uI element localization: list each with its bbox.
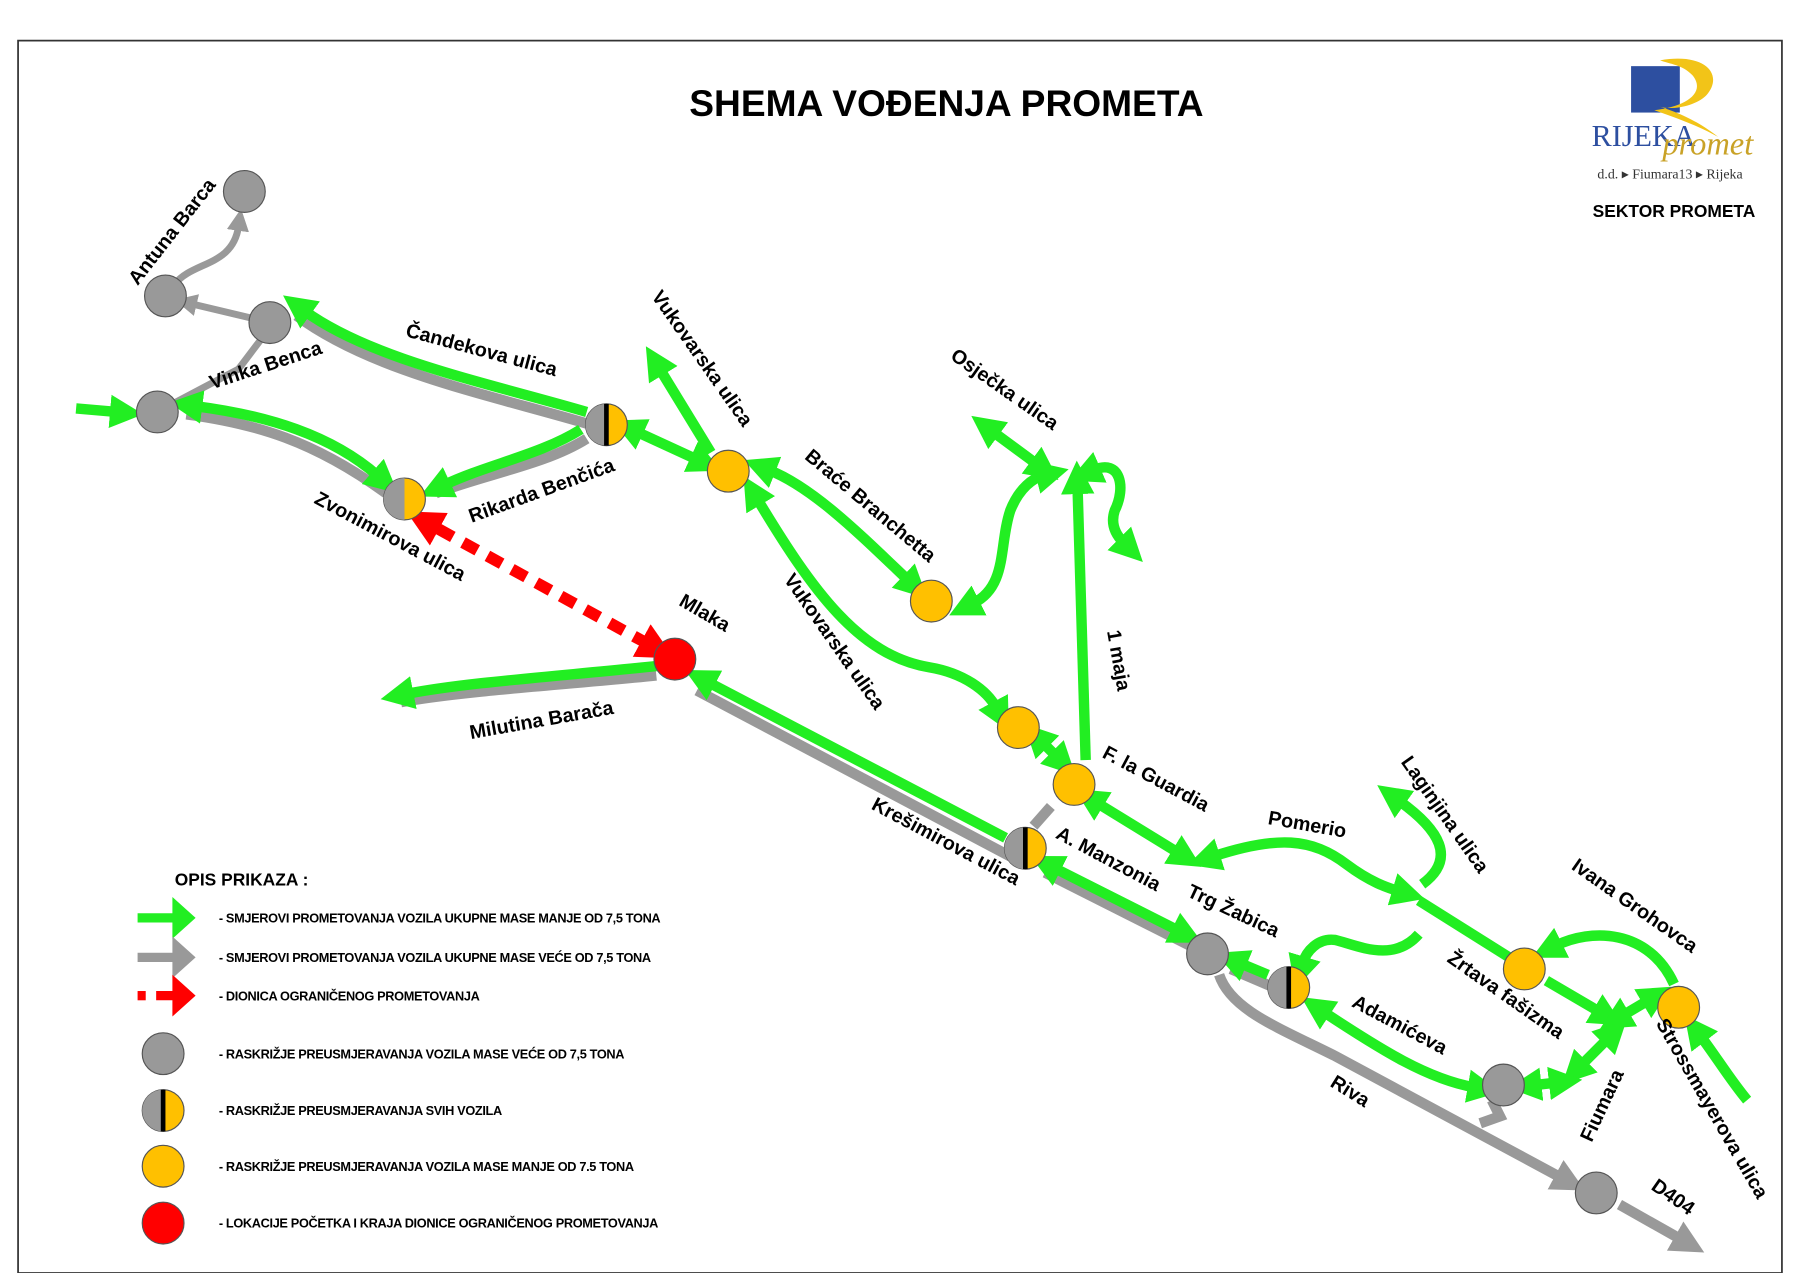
legend-item: - SMJEROVI PROMETOVANJA VOZILA UKUPNE MA… bbox=[137, 897, 661, 939]
road-gray bbox=[174, 294, 257, 323]
road-link-zabica bbox=[1288, 930, 1423, 989]
road-vukovarska-south bbox=[743, 476, 1009, 732]
road-1-maja-loop bbox=[1069, 451, 1143, 562]
svg-text:RIJEKA: RIJEKA bbox=[1592, 119, 1696, 153]
road-d404 bbox=[1616, 1199, 1705, 1253]
frame-border bbox=[17, 39, 1783, 1273]
junction-all bbox=[584, 403, 628, 447]
road-zrtava-fasizma bbox=[1415, 896, 1513, 962]
svg-text:- SMJEROVI PROMETOVANJA VOZILA: - SMJEROVI PROMETOVANJA VOZILA UKUPNE MA… bbox=[219, 950, 651, 965]
road-gray bbox=[171, 208, 249, 287]
legend-item: - DIONICA OGRANIČENOG PROMETOVANJA bbox=[137, 974, 480, 1017]
road-gray bbox=[293, 311, 589, 429]
legend-item: - RASKRIŽJE PREUSMJERAVANJA VOZILA MASE … bbox=[141, 1144, 634, 1188]
svg-text:- LOKACIJE POČETKA I KRAJA DIO: - LOKACIJE POČETKA I KRAJA DIONICE OGRAN… bbox=[219, 1216, 658, 1231]
half-circle-icon bbox=[141, 1089, 185, 1133]
road-f-la-guardia bbox=[1074, 789, 1202, 867]
junction-heavy bbox=[248, 301, 292, 345]
junction-light bbox=[996, 706, 1040, 750]
red-dashed-arrow-icon bbox=[156, 974, 196, 1017]
junction-heavy bbox=[1481, 1063, 1525, 1107]
street-label: Vinka Benca bbox=[207, 337, 326, 394]
street-labels: Antuna Barca Vinka Benca Čandekova ulica… bbox=[124, 174, 1773, 1220]
green-arrow-icon bbox=[137, 897, 196, 939]
street-label: Mlaka bbox=[675, 590, 734, 637]
legend-item: - RASKRIŽJE PREUSMJERAVANJA VOZILA MASE … bbox=[141, 1032, 625, 1076]
street-label: Osječka ulica bbox=[946, 344, 1063, 435]
road-riva bbox=[1214, 972, 1585, 1191]
road-1-maja bbox=[1061, 460, 1095, 761]
street-label: Adamićeva bbox=[1348, 991, 1451, 1060]
junction-heavy bbox=[143, 274, 187, 318]
svg-text:- DIONICA OGRANIČENOG PROMETOV: - DIONICA OGRANIČENOG PROMETOVANJA bbox=[219, 988, 480, 1003]
junction-heavy bbox=[1574, 1171, 1618, 1215]
gray-arrow-icon bbox=[137, 936, 196, 979]
road-adamiceva bbox=[1301, 997, 1501, 1103]
junction-light bbox=[1502, 947, 1546, 991]
road-milutina-baraca bbox=[380, 660, 657, 710]
street-label: F. la Guardia bbox=[1099, 742, 1214, 817]
junction-all bbox=[1003, 826, 1047, 870]
junction-light bbox=[706, 449, 750, 493]
road-vukovarska-link bbox=[612, 419, 722, 472]
junctions bbox=[135, 170, 1701, 1215]
svg-text:- RASKRIŽJE PREUSMJERAVANJA VO: - RASKRIŽJE PREUSMJERAVANJA VOZILA MASE … bbox=[219, 1159, 634, 1174]
street-label: Fiumara bbox=[1576, 1065, 1629, 1145]
svg-text:- RASKRIŽJE PREUSMJERAVANJA SV: - RASKRIŽJE PREUSMJERAVANJA SVIH VOZILA bbox=[219, 1103, 502, 1118]
gray-circle-icon bbox=[141, 1032, 185, 1076]
street-label: 1 maja bbox=[1102, 628, 1135, 693]
road-restricted-section bbox=[406, 511, 675, 659]
junction-heavy bbox=[222, 170, 266, 213]
junction-heavy bbox=[135, 390, 179, 434]
street-label: Trg Žabica bbox=[1184, 879, 1284, 943]
junction-light bbox=[909, 579, 953, 623]
junction-heavy bbox=[1186, 932, 1229, 976]
road-vinka-benca bbox=[169, 390, 398, 494]
road-link bbox=[1023, 723, 1076, 776]
svg-text:- SMJEROVI PROMETOVANJA VOZILA: - SMJEROVI PROMETOVANJA VOZILA UKUPNE MA… bbox=[219, 911, 661, 926]
road-vukovarska-north bbox=[645, 346, 716, 456]
street-label: Antuna Barca bbox=[124, 174, 221, 289]
road-pomerio bbox=[1187, 837, 1425, 906]
junction-light bbox=[1052, 762, 1096, 806]
junction-all bbox=[383, 477, 426, 521]
sector-label: SEKTOR PROMETA bbox=[1593, 201, 1756, 221]
roads bbox=[75, 208, 1752, 1253]
svg-text:d.d. ▸ Fiumara13 ▸ Rijeka: d.d. ▸ Fiumara13 ▸ Rijeka bbox=[1597, 168, 1742, 183]
road-rikarda-bencica bbox=[419, 424, 584, 498]
street-label: Vukovarska ulica bbox=[647, 287, 758, 432]
svg-text:promet: promet bbox=[1660, 126, 1754, 162]
street-label: D404 bbox=[1647, 1175, 1698, 1220]
road-osjecka bbox=[971, 415, 1059, 481]
road-entry-west bbox=[75, 394, 144, 429]
legend-title: OPIS PRIKAZA : bbox=[175, 869, 309, 889]
rijeka-promet-logo: RIJEKA promet d.d. ▸ Fiumara13 ▸ Rijeka bbox=[1592, 58, 1754, 183]
road-candekova bbox=[283, 295, 589, 417]
legend: OPIS PRIKAZA : - SMJEROVI PROMETOVANJA V… bbox=[137, 869, 661, 1245]
road-kresimirova-lower bbox=[1030, 855, 1203, 943]
road-ivana-grohovca bbox=[1531, 927, 1679, 987]
junction-light bbox=[1657, 985, 1701, 1029]
yellow-circle-icon bbox=[141, 1144, 185, 1188]
red-circle-icon bbox=[141, 1201, 185, 1245]
legend-item: - RASKRIŽJE PREUSMJERAVANJA SVIH VOZILA bbox=[141, 1089, 502, 1133]
road-laginjina bbox=[1377, 785, 1446, 889]
svg-text:- RASKRIŽJE PREUSMJERAVANJA VO: - RASKRIŽJE PREUSMJERAVANJA VOZILA MASE … bbox=[219, 1046, 624, 1061]
page-title: SHEMA VOĐENJA PROMETA bbox=[689, 82, 1203, 124]
road-strossmayerova bbox=[1684, 1015, 1752, 1104]
road-osjecka-link bbox=[949, 461, 1069, 616]
road-kresimirova bbox=[684, 669, 1009, 843]
road-fiumara bbox=[1562, 1019, 1627, 1085]
street-label: Milutina Barača bbox=[468, 697, 616, 744]
junction-restricted-endpoint bbox=[653, 637, 697, 681]
legend-item: - SMJEROVI PROMETOVANJA VOZILA UKUPNE MA… bbox=[137, 936, 651, 979]
junction-all bbox=[1267, 966, 1311, 1010]
legend-item: - LOKACIJE POČETKA I KRAJA DIONICE OGRAN… bbox=[141, 1201, 659, 1245]
